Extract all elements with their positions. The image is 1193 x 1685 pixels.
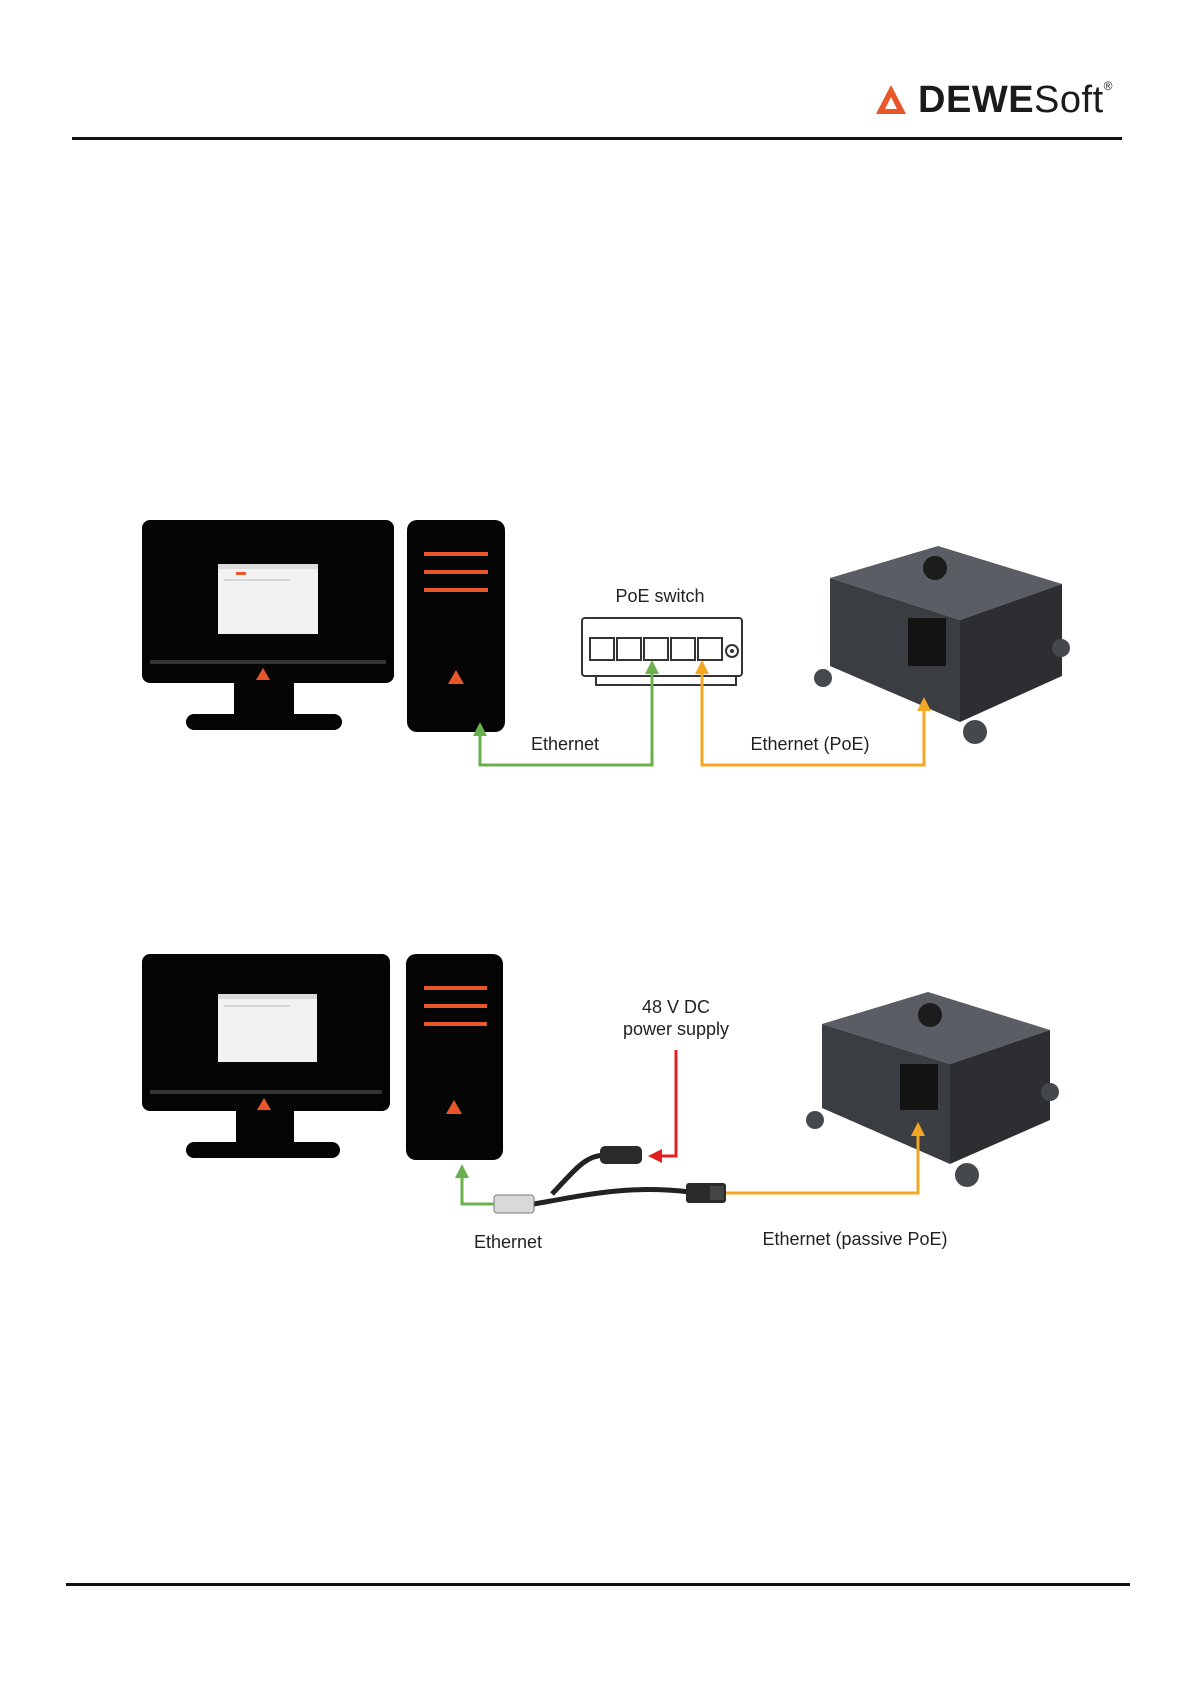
switch-label: PoE switch: [615, 586, 704, 606]
power-arrow: [648, 1149, 662, 1163]
power-cable-line: [660, 1050, 676, 1156]
poe-cable-line: [726, 1130, 918, 1193]
pc-tower-icon: [407, 520, 505, 732]
pc-tower-icon: [406, 954, 503, 1160]
ethernet-label: Ethernet: [531, 734, 599, 754]
dewesoft-logo-icon: [874, 83, 908, 117]
monitor-icon: [142, 520, 394, 730]
footer-rule: [66, 1583, 1130, 1586]
dewesoft-logo: DEWESoft®: [874, 80, 1113, 120]
dewesoft-device-icon: [806, 992, 1059, 1187]
psu-label-line2: power supply: [623, 1019, 729, 1039]
page-header: DEWESoft®: [0, 0, 1193, 160]
diagram-passive-poe: 48 V DC power supply Ethernet Ethernet (…: [0, 930, 1193, 1260]
ethernet-arrow-up: [455, 1164, 469, 1178]
poe-switch-icon: [582, 618, 742, 685]
poe-injector-cable-icon: [494, 1146, 726, 1213]
header-rule: [72, 137, 1122, 140]
dewesoft-device-icon: [814, 546, 1070, 744]
poe-label: Ethernet (PoE): [750, 734, 869, 754]
logo-text: DEWESoft®: [918, 79, 1113, 122]
ethernet-label: Ethernet: [474, 1232, 542, 1252]
diagram-poe-switch: PoE switch Ethernet Ethernet (PoE): [0, 500, 1193, 790]
monitor-icon: [142, 954, 390, 1158]
psu-label-line1: 48 V DC: [642, 997, 710, 1017]
poe-label: Ethernet (passive PoE): [762, 1229, 947, 1249]
